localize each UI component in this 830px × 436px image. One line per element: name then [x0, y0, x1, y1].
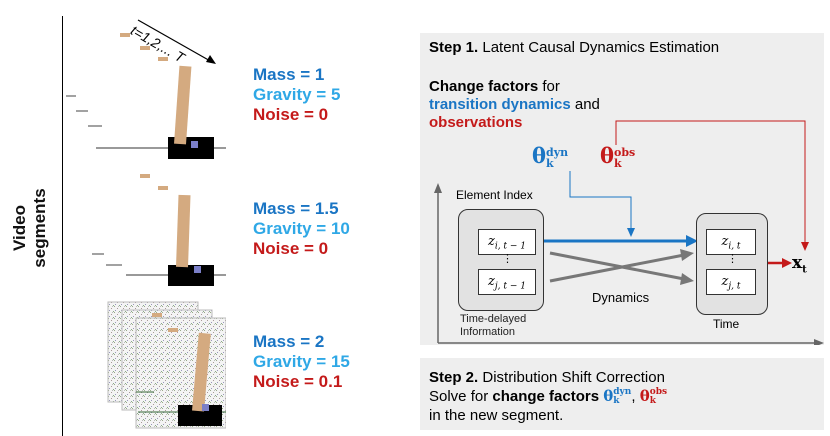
z-base: z: [487, 234, 495, 249]
solve-bold: change factors: [492, 388, 600, 405]
theta-sup: dyn: [613, 387, 632, 397]
z-base: z: [488, 274, 495, 289]
and-label: and: [574, 96, 600, 113]
step2-title-rest: Distribution Shift Correction: [482, 369, 665, 386]
step2-title-bold: Step 2.: [429, 369, 479, 386]
mass-label: Mass = 1.5: [253, 199, 339, 218]
theta-sub: k: [613, 396, 620, 406]
x-base: x: [792, 253, 803, 273]
frame-segment-3: [107, 301, 226, 429]
step2-text: Step 2. Distribution Shift Correction So…: [429, 368, 819, 425]
segment-1-params: Mass = 1 Gravity = 5 Noise = 0: [253, 65, 340, 125]
z-base: z: [721, 234, 729, 249]
dyn-connector: [569, 171, 632, 231]
change-factors-bold: Change factors: [429, 78, 539, 95]
vertical-divider: [62, 16, 63, 436]
noise-label: Noise = 0.1: [253, 372, 343, 391]
theta-dyn: θ dyn k: [532, 143, 568, 169]
theta-base: θ: [639, 387, 650, 405]
theta-obs: θ obs k: [600, 143, 635, 169]
transition-dynamics-label: transition dynamics: [429, 96, 571, 113]
step2-panel: Step 2. Distribution Shift Correction So…: [420, 358, 824, 430]
step1-title-rest: Latent Causal Dynamics Estimation: [482, 39, 720, 56]
dynamics-label: Dynamics: [592, 290, 650, 305]
step1-panel: Step 1. Latent Causal Dynamics Estimatio…: [420, 33, 824, 345]
cartpole-frames: [66, 19, 226, 429]
noise-label: Noise = 0: [253, 105, 329, 124]
z-base: z: [721, 274, 729, 289]
segment-2-params: Mass = 1.5 Gravity = 10 Noise = 0: [253, 199, 350, 259]
noise-label: Noise = 0: [253, 239, 329, 258]
theta-obs-sub: k: [614, 156, 622, 170]
time-delayed-label: Time-delayed Information: [460, 313, 527, 338]
element-index-label: Element Index: [456, 188, 533, 202]
theta-dyn-sup: dyn: [546, 145, 569, 159]
change-factors-for: for: [542, 78, 560, 95]
segment-3-params: Mass = 2 Gravity = 15 Noise = 0.1: [253, 332, 350, 392]
cross-arrow-up: [549, 253, 685, 283]
change-factors-text: Change factors for transition dynamics a…: [429, 78, 759, 132]
observations-label: observations: [429, 114, 523, 131]
video-segments-label: Video segments: [10, 188, 49, 268]
z-left-bottom: zj, t − 1: [478, 269, 536, 295]
mass-label: Mass = 2: [253, 332, 325, 351]
x-sub: t: [802, 264, 807, 276]
time-label-diagram: Time: [713, 317, 740, 331]
z-right-bottom: zj, t: [706, 269, 756, 295]
time-arrow: [137, 19, 213, 63]
z-sub: j, t: [728, 281, 741, 292]
gravity-label: Gravity = 10: [253, 219, 350, 238]
theta-obs-sup: obs: [614, 145, 636, 159]
step1-title-bold: Step 1.: [429, 39, 479, 56]
frame-segment-2: [92, 174, 226, 286]
dots-left: ⋮: [502, 253, 513, 265]
theta-base: θ: [603, 387, 614, 405]
theta-dyn-sub: k: [546, 156, 554, 170]
x-t: xt: [792, 253, 807, 275]
z-sub: i, t: [728, 241, 741, 252]
theta-sup: obs: [649, 387, 668, 397]
comma: ,: [631, 388, 636, 405]
dynamics-diagram: [434, 120, 824, 345]
mass-label: Mass = 1: [253, 65, 325, 84]
z-right-top: zi, t: [706, 229, 756, 255]
z-left-top: zi, t − 1: [478, 229, 536, 255]
obs-connector: [615, 120, 806, 245]
dots-right: ⋮: [727, 253, 738, 265]
gravity-label: Gravity = 15: [253, 352, 350, 371]
step1-title: Step 1. Latent Causal Dynamics Estimatio…: [429, 39, 759, 57]
gravity-label: Gravity = 5: [253, 85, 341, 104]
theta-sub: k: [649, 396, 656, 406]
solve-pre: Solve for: [429, 388, 489, 405]
theta-obs-base: θ: [600, 143, 615, 168]
cross-arrow-down: [549, 251, 685, 281]
frame-segment-1: [66, 33, 226, 159]
z-sub: j, t − 1: [494, 281, 526, 292]
theta-dyn-base: θ: [532, 143, 547, 168]
step2-line3: in the new segment.: [429, 407, 564, 424]
z-sub: i, t − 1: [494, 241, 527, 252]
